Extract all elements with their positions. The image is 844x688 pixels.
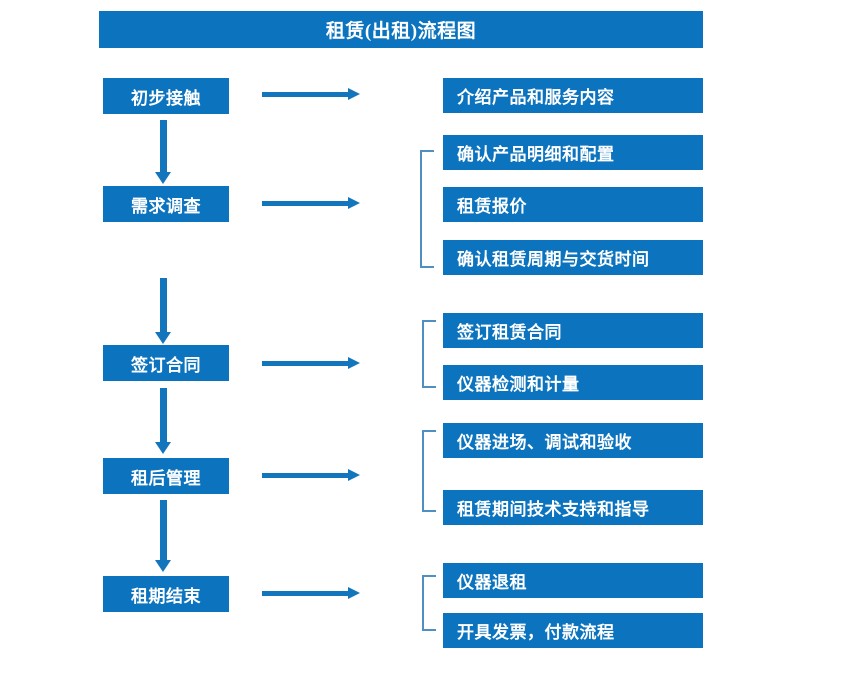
right-arrow-icon-2: [262, 195, 360, 213]
detail-box-5-2[interactable]: 开具发票，付款流程: [443, 613, 703, 648]
diagram-title: 租赁(出租)流程图: [99, 11, 703, 48]
detail-box-4-1[interactable]: 仪器进场、调试和验收: [443, 423, 703, 458]
detail-box-4-2[interactable]: 租赁期间技术支持和指导: [443, 490, 703, 525]
group-bracket-2: [420, 150, 434, 268]
arrow-shaft: [262, 473, 350, 478]
right-arrow-icon-4: [262, 467, 360, 485]
arrow-shaft: [160, 388, 167, 442]
arrow-shaft: [262, 92, 350, 97]
detail-box-2-3[interactable]: 确认租赁周期与交货时间: [443, 240, 703, 275]
arrow-head: [348, 587, 360, 599]
detail-box-3-2[interactable]: 仪器检测和计量: [443, 365, 703, 400]
arrow-head: [155, 172, 171, 184]
stage-box-4[interactable]: 租后管理: [103, 458, 229, 494]
right-arrow-icon-1: [262, 86, 360, 104]
detail-box-2-2[interactable]: 租赁报价: [443, 187, 703, 222]
arrow-shaft: [262, 591, 350, 596]
down-arrow-icon-1: [153, 120, 173, 184]
down-arrow-icon-2: [153, 278, 173, 344]
right-arrow-icon-5: [262, 585, 360, 603]
arrow-shaft: [262, 201, 350, 206]
detail-box-1-1[interactable]: 介绍产品和服务内容: [443, 78, 703, 113]
arrow-head: [348, 88, 360, 100]
arrow-shaft: [160, 120, 167, 172]
detail-box-2-1[interactable]: 确认产品明细和配置: [443, 135, 703, 170]
arrow-head: [348, 469, 360, 481]
arrow-shaft: [160, 500, 167, 560]
right-arrow-icon-3: [262, 355, 360, 373]
arrow-head: [348, 197, 360, 209]
down-arrow-icon-3: [153, 388, 173, 454]
group-bracket-4: [422, 430, 436, 512]
detail-box-3-1[interactable]: 签订租赁合同: [443, 313, 703, 348]
arrow-head: [155, 332, 171, 344]
arrow-shaft: [262, 361, 350, 366]
arrow-head: [155, 560, 171, 572]
stage-box-1[interactable]: 初步接触: [103, 78, 229, 114]
group-bracket-3: [422, 320, 436, 388]
stage-box-5[interactable]: 租期结束: [103, 576, 229, 612]
stage-box-2[interactable]: 需求调查: [103, 186, 229, 222]
group-bracket-5: [422, 575, 436, 631]
arrow-head: [348, 357, 360, 369]
arrow-shaft: [160, 278, 167, 332]
arrow-head: [155, 442, 171, 454]
stage-box-3[interactable]: 签订合同: [103, 345, 229, 381]
down-arrow-icon-4: [153, 500, 173, 572]
detail-box-5-1[interactable]: 仪器退租: [443, 563, 703, 598]
